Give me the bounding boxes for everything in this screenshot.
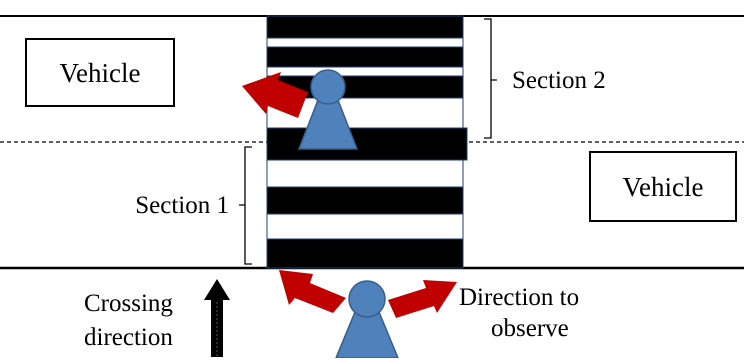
crossing-direction-label-line2: direction xyxy=(84,324,173,351)
section-1-bracket xyxy=(239,146,252,265)
pedestrian-lower-body xyxy=(334,311,400,359)
crosswalk-gap xyxy=(266,159,464,188)
crosswalk-stripe xyxy=(266,127,468,161)
section-2-label: Section 2 xyxy=(512,67,606,94)
crosswalk-gap xyxy=(266,213,464,240)
crosswalk-gap xyxy=(266,66,464,77)
vehicle-right: Vehicle xyxy=(589,151,737,222)
observe-arrow-upper xyxy=(242,72,308,118)
crossing-arrow-head xyxy=(204,279,230,300)
crosswalk-stripe xyxy=(266,15,464,39)
crossing-direction-label-line1: Crossing xyxy=(84,290,173,317)
vehicle-right-label: Vehicle xyxy=(623,172,704,202)
observe-arrow-lower-right xyxy=(388,280,457,318)
observe-label-line2: observe xyxy=(491,315,569,342)
crossing-direction-arrow xyxy=(204,279,230,357)
crosswalk-stripe xyxy=(266,186,464,215)
vehicle-left-label: Vehicle xyxy=(60,58,141,88)
pedestrian-upper-head xyxy=(310,69,346,105)
section-1-label: Section 1 xyxy=(135,192,229,219)
observe-label-line1: Direction to xyxy=(459,284,579,311)
vehicle-left-box xyxy=(25,38,175,107)
pedestrian-lower xyxy=(334,280,400,359)
section-2-bracket xyxy=(484,18,497,139)
crosswalk-stripe xyxy=(266,238,464,269)
observe-arrow-lower-left xyxy=(279,270,346,313)
crosswalk-gap xyxy=(266,37,464,48)
pedestrian-upper xyxy=(297,69,359,150)
pedestrian-lower-head xyxy=(348,280,386,318)
vehicle-right-box xyxy=(589,151,737,222)
vehicle-left: Vehicle xyxy=(25,38,175,107)
crosswalk-stripe xyxy=(266,46,464,68)
crosswalk xyxy=(266,15,468,269)
